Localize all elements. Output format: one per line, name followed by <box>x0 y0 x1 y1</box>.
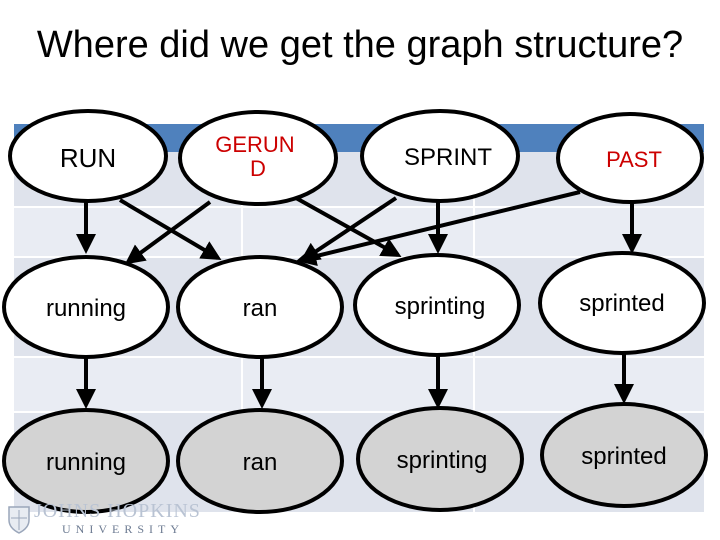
edge-gerund-sprinting <box>295 196 402 257</box>
node-label-line: GERUN <box>215 132 294 157</box>
edge-sprint-ran <box>299 196 398 263</box>
node-sprinted-2: sprinted <box>540 402 708 508</box>
node-running-2: running <box>2 408 170 514</box>
node-gerund: GERUN D <box>178 110 338 206</box>
node-label: SPRINT <box>404 144 492 171</box>
edges <box>76 190 642 409</box>
logo-name: JOHNS HOPKINS <box>34 500 201 522</box>
node-label-line: D <box>250 156 266 181</box>
node-label: sprinting <box>395 293 486 320</box>
node-sprinting-2: sprinting <box>356 406 524 512</box>
node-label: ran <box>243 449 278 476</box>
edge-gerund-running <box>124 200 212 265</box>
edge-past-ran <box>296 190 581 266</box>
node-label: running <box>46 449 126 476</box>
node-run: RUN <box>8 109 168 203</box>
node-label: sprinted <box>581 443 666 470</box>
table-row <box>14 357 704 412</box>
node-label: sprinted <box>579 290 664 317</box>
node-label: ran <box>243 295 278 322</box>
node-ran-1: ran <box>176 255 344 359</box>
node-label: RUN <box>60 143 116 173</box>
node-past: PAST <box>556 112 704 204</box>
logo-subtitle: UNIVERSITY <box>62 522 184 536</box>
shield-icon <box>8 506 30 534</box>
node-sprint: SPRINT <box>360 109 520 203</box>
edge-run-ran <box>118 198 222 261</box>
page-title: Where did we get the graph structure? <box>36 24 684 66</box>
node-running-1: running <box>2 255 170 359</box>
node-label: sprinting <box>397 447 488 474</box>
node-label: running <box>46 295 126 322</box>
node-sprinted-1: sprinted <box>538 251 706 355</box>
node-label: PAST <box>606 147 662 172</box>
university-logo: JOHNS HOPKINS UNIVERSITY <box>4 498 224 540</box>
node-ran-2: ran <box>176 408 344 514</box>
node-label: GERUN D <box>215 132 301 181</box>
node-sprinting-1: sprinting <box>353 253 521 357</box>
